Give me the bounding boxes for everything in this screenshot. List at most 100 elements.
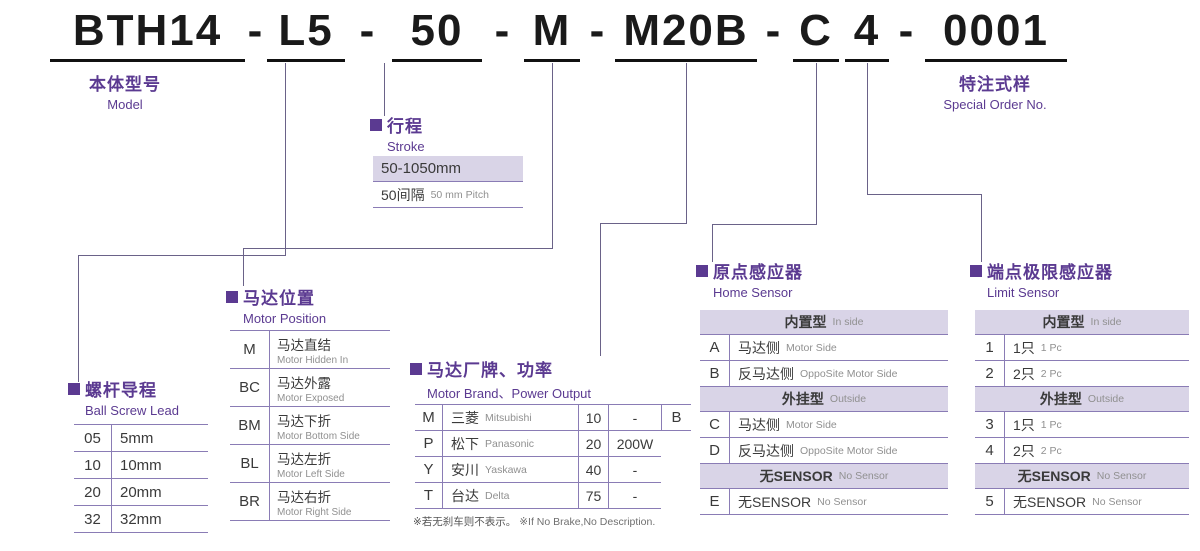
stroke-table: 50-1050mm 50间隔 50 mm Pitch: [373, 156, 523, 208]
bullet-square-icon: [410, 362, 422, 375]
value-cell: 20mm: [120, 483, 162, 501]
model-code-segment: 50: [392, 4, 482, 62]
brand-en: Yaskawa: [485, 463, 527, 476]
model-code-separator: -: [359, 6, 377, 55]
connector-line: [600, 223, 601, 356]
value-cell: 32mm: [120, 510, 162, 528]
model-code-segment: L5: [267, 4, 345, 62]
table-row: BM 马达下折 Motor Bottom Side: [230, 407, 390, 445]
connector-line: [867, 194, 982, 195]
connector-line: [686, 63, 687, 223]
code-cell: 2: [975, 361, 1005, 386]
desc-zh: 反马达侧: [738, 442, 794, 459]
desc-cell: 马达下折 Motor Bottom Side: [270, 407, 390, 444]
connector-line: [78, 255, 286, 256]
table-row: 20 20mm: [74, 479, 208, 506]
model-code-separator: -: [589, 6, 607, 55]
section-title-en: Stroke: [387, 139, 425, 154]
code-cell: BR: [230, 483, 270, 520]
table-row: 50间隔 50 mm Pitch: [373, 182, 523, 208]
desc-en: Motor Hidden In: [277, 354, 349, 366]
group-header-en: In side: [832, 316, 864, 328]
group-header-row: 内置型 In side: [700, 310, 948, 335]
model-code-segment: M: [524, 4, 580, 62]
table-row: 50-1050mm: [373, 156, 523, 182]
desc-zh: 马达右折: [277, 489, 331, 505]
desc-zh: 马达侧: [738, 339, 780, 356]
group-header-zh: 外挂型: [1039, 391, 1082, 407]
model-code-separator: -: [898, 6, 916, 55]
connector-line: [78, 255, 79, 382]
bullet-square-icon: [370, 118, 382, 131]
group-header-en: Outside: [1087, 393, 1125, 405]
code-cell: BC: [230, 369, 270, 406]
value-cell: 5mm: [120, 429, 154, 447]
section-title-zh: 马达厂牌、功率: [427, 361, 553, 380]
power-value-cell: 200W: [616, 435, 654, 452]
table-row: Y 安川 Yaskawa 40 -: [415, 457, 661, 483]
power-code-cell: 10: [579, 405, 609, 430]
table-row: 4 2只 2 Pc: [975, 438, 1189, 464]
bullet-square-icon: [696, 264, 708, 277]
code-cell: C: [700, 412, 730, 437]
limit-sensor-section-title: 端点极限感应器 Limit Sensor: [970, 258, 1113, 300]
desc-cell: 马达直结 Motor Hidden In: [270, 331, 390, 368]
table-row: BR 马达右折 Motor Right Side: [230, 483, 390, 521]
group-header-zh: 外挂型: [781, 391, 824, 407]
special-order-label-zh: 特注式样: [959, 75, 1031, 94]
desc-cell: 马达右折 Motor Right Side: [270, 483, 390, 520]
group-header-row: 外挂型 Outside: [700, 387, 948, 412]
section-title-en: Home Sensor: [713, 285, 793, 300]
group-header-row: 内置型 In side: [975, 310, 1189, 335]
group-header-zh: 无SENSOR: [1017, 468, 1091, 484]
brake-note: ※若无刹车则不表示。 ※If No Brake,No Description.: [413, 514, 655, 529]
group-header-zh: 内置型: [784, 314, 827, 330]
desc-zh: 2只: [1013, 365, 1035, 382]
table-row: P 松下 Panasonic 20 200W: [415, 431, 661, 457]
connector-line: [600, 223, 687, 224]
desc-zh: 1只: [1013, 339, 1035, 356]
stroke-pitch-zh: 50间隔: [381, 186, 425, 203]
desc-zh: 马达直结: [277, 337, 331, 353]
brand-en: Panasonic: [485, 437, 535, 450]
desc-en: 1 Pc: [1040, 418, 1062, 431]
model-code-segment: 4: [845, 4, 889, 62]
code-cell: 10: [74, 452, 112, 478]
desc-en: 2 Pc: [1040, 444, 1062, 457]
desc-en: Motor Side: [786, 341, 837, 354]
stroke-range: 50-1050mm: [381, 160, 462, 177]
connector-line: [552, 63, 553, 248]
table-row: C 马达侧 Motor Side: [700, 412, 948, 438]
table-row: 5 无SENSOR No Sensor: [975, 489, 1189, 515]
table-row: 10 10mm: [74, 452, 208, 479]
code-cell: 4: [975, 438, 1005, 463]
connector-line: [285, 63, 286, 255]
connector-line: [243, 248, 553, 249]
section-title-zh: 行程: [387, 117, 423, 136]
bullet-square-icon: [970, 264, 982, 277]
group-header-row: 无SENSOR No Sensor: [700, 464, 948, 489]
table-row: M 马达直结 Motor Hidden In: [230, 331, 390, 369]
section-title-en: Motor Brand、Power Output: [427, 386, 592, 401]
desc-zh: 2只: [1013, 442, 1035, 459]
group-header-row: 无SENSOR No Sensor: [975, 464, 1189, 489]
model-label-en: Model: [107, 97, 143, 112]
power-value-cell: -: [632, 461, 638, 478]
code-cell: 32: [74, 506, 112, 532]
desc-zh: 无SENSOR: [1013, 493, 1087, 510]
brand-en: Mitsubishi: [485, 411, 532, 424]
group-header-en: Outside: [829, 393, 867, 405]
section-title-zh: 螺杆导程: [85, 381, 157, 400]
desc-en: 1 Pc: [1040, 341, 1062, 354]
stroke-pitch-en: 50 mm Pitch: [430, 188, 489, 201]
group-header-en: No Sensor: [1096, 470, 1147, 482]
connector-line: [243, 248, 244, 286]
power-code-cell: 20: [579, 431, 609, 456]
table-row: BC 马达外露 Motor Exposed: [230, 369, 390, 407]
table-row: E 无SENSOR No Sensor: [700, 489, 948, 515]
motor-brand-table: M 三菱 Mitsubishi 10 - P 松下 Panasonic 20 2…: [415, 404, 661, 509]
desc-zh: 马达下折: [277, 413, 331, 429]
desc-zh: 反马达侧: [738, 365, 794, 382]
code-cell: A: [700, 335, 730, 360]
stroke-section-title: 行程 Stroke: [370, 112, 425, 154]
